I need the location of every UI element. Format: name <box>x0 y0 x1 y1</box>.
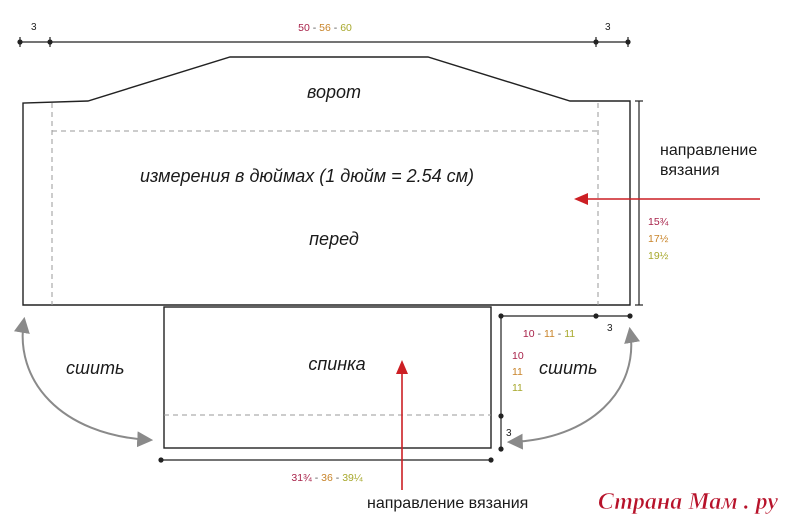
front-height-s2: 17½ <box>648 233 669 245</box>
red-arrow-up-icon <box>396 360 408 490</box>
front-height-dimension <box>635 100 643 306</box>
back-width-dimension <box>158 457 494 463</box>
sew-left-label: сшить <box>66 358 124 378</box>
top-left-margin: 3 <box>31 22 37 33</box>
back-width-label: 31¾ - 36 - 39¼ <box>291 472 362 484</box>
side-bottom-margin: 3 <box>506 428 512 439</box>
gray-curved-arrow-icon <box>506 326 640 450</box>
front-dashed-guides <box>51 103 599 305</box>
knit-direction-bottom: направление вязания <box>367 495 528 512</box>
front-label: перед <box>309 229 359 249</box>
units-note: измерения в дюймах (1 дюйм = 2.54 см) <box>140 166 474 186</box>
back-label: спинка <box>308 354 365 374</box>
red-arrow-left-icon <box>574 193 760 205</box>
top-dimension <box>17 37 631 47</box>
top-width-label: 50 - 56 - 60 <box>298 22 352 34</box>
front-height-s1: 15¾ <box>648 216 669 228</box>
knit-direction-right-line1: направление <box>660 142 757 159</box>
top-right-margin: 3 <box>605 22 611 33</box>
side-height-s3: 11 <box>512 382 523 394</box>
knit-direction-right-line2: вязания <box>660 162 720 179</box>
front-height-s3: 19½ <box>648 250 669 262</box>
side-width-label: 10 - 11 - 11 <box>523 328 575 340</box>
side-height-s1: 10 <box>512 350 524 362</box>
side-top-margin: 3 <box>607 323 613 334</box>
collar-label: ворот <box>307 82 361 102</box>
watermark-logo: Страна Мам . ру <box>598 489 778 515</box>
side-height-s2: 11 <box>512 366 523 378</box>
back-piece-outline <box>163 306 492 449</box>
gray-curved-arrow-icon <box>14 316 154 448</box>
sew-right-label: сшить <box>539 358 597 378</box>
side-dimension-lines <box>498 313 633 452</box>
front-piece-outline <box>22 56 631 306</box>
